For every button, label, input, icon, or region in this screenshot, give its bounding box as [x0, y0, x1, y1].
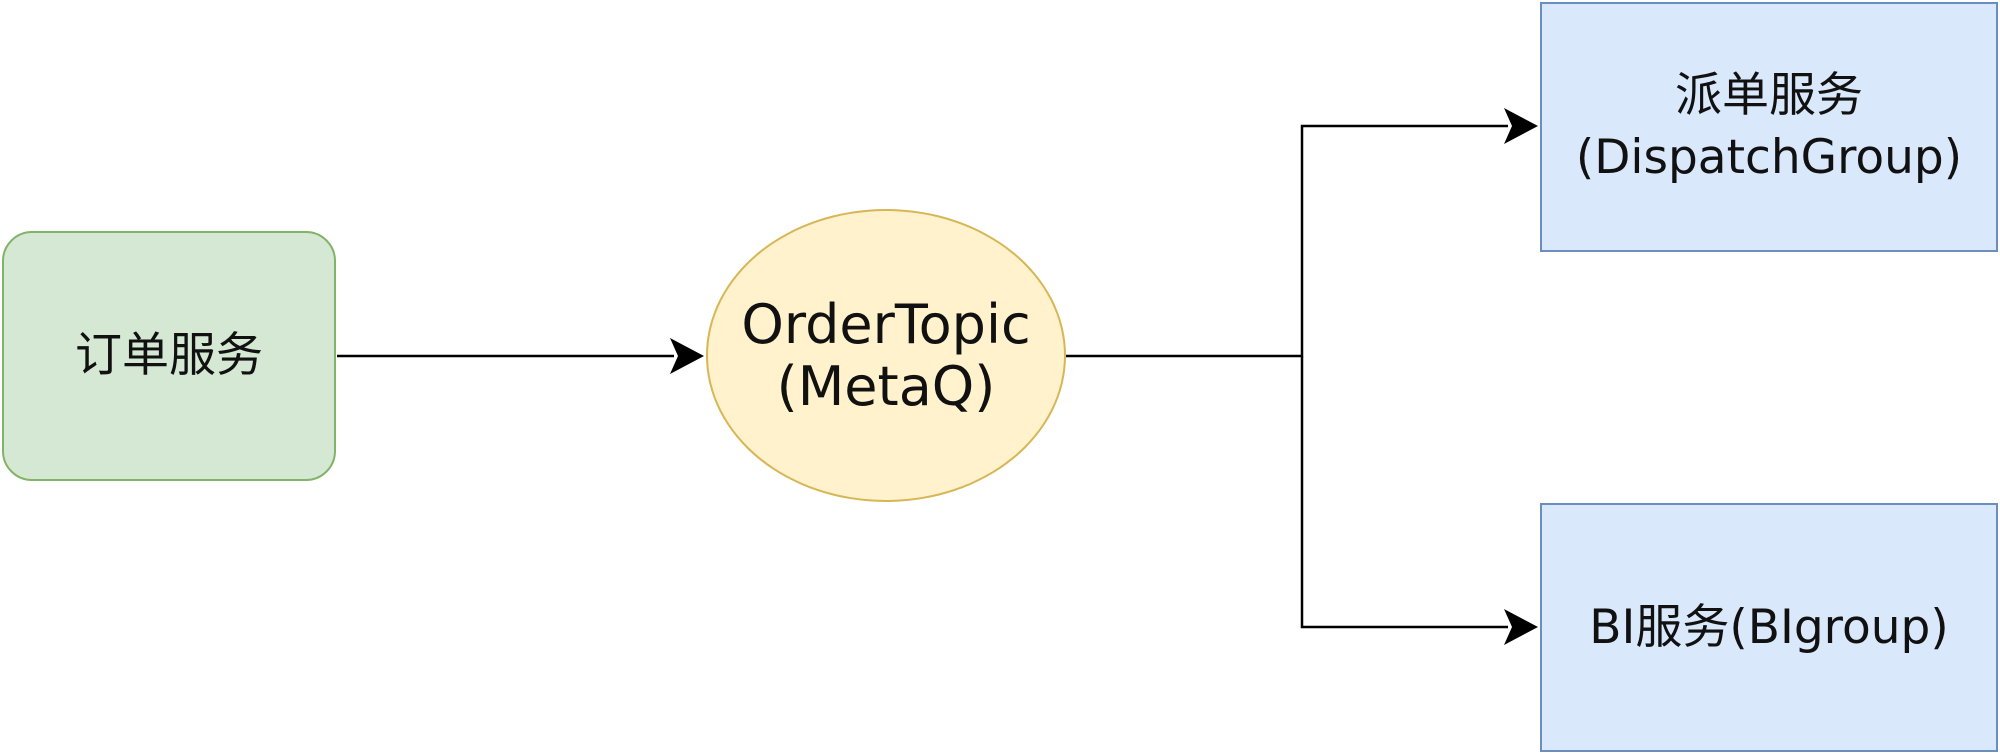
- order-service-label: 订单服务: [75, 328, 263, 383]
- arrowhead-icon: [1504, 108, 1538, 144]
- edge-line: [1066, 124, 1508, 358]
- bi-service-label: BI服务(BIgroup): [1589, 599, 1949, 655]
- bi-service-node[interactable]: BI服务(BIgroup): [1540, 503, 1998, 752]
- order-service-node[interactable]: 订单服务: [2, 231, 336, 481]
- edge-order-topic-to-bi-service: [1300, 356, 1538, 645]
- order-topic-node[interactable]: OrderTopic (MetaQ): [706, 209, 1066, 502]
- arrowhead-icon: [1504, 609, 1538, 645]
- dispatch-service-label: 派单服务 (DispatchGroup): [1575, 68, 1963, 185]
- edge-order-service-to-order-topic: [337, 338, 704, 374]
- edge-order-topic-to-dispatch-service: [1066, 108, 1538, 358]
- edge-line: [1300, 356, 1508, 629]
- arrowhead-icon: [670, 338, 704, 374]
- order-topic-label: OrderTopic (MetaQ): [741, 292, 1031, 418]
- dispatch-service-node[interactable]: 派单服务 (DispatchGroup): [1540, 2, 1998, 252]
